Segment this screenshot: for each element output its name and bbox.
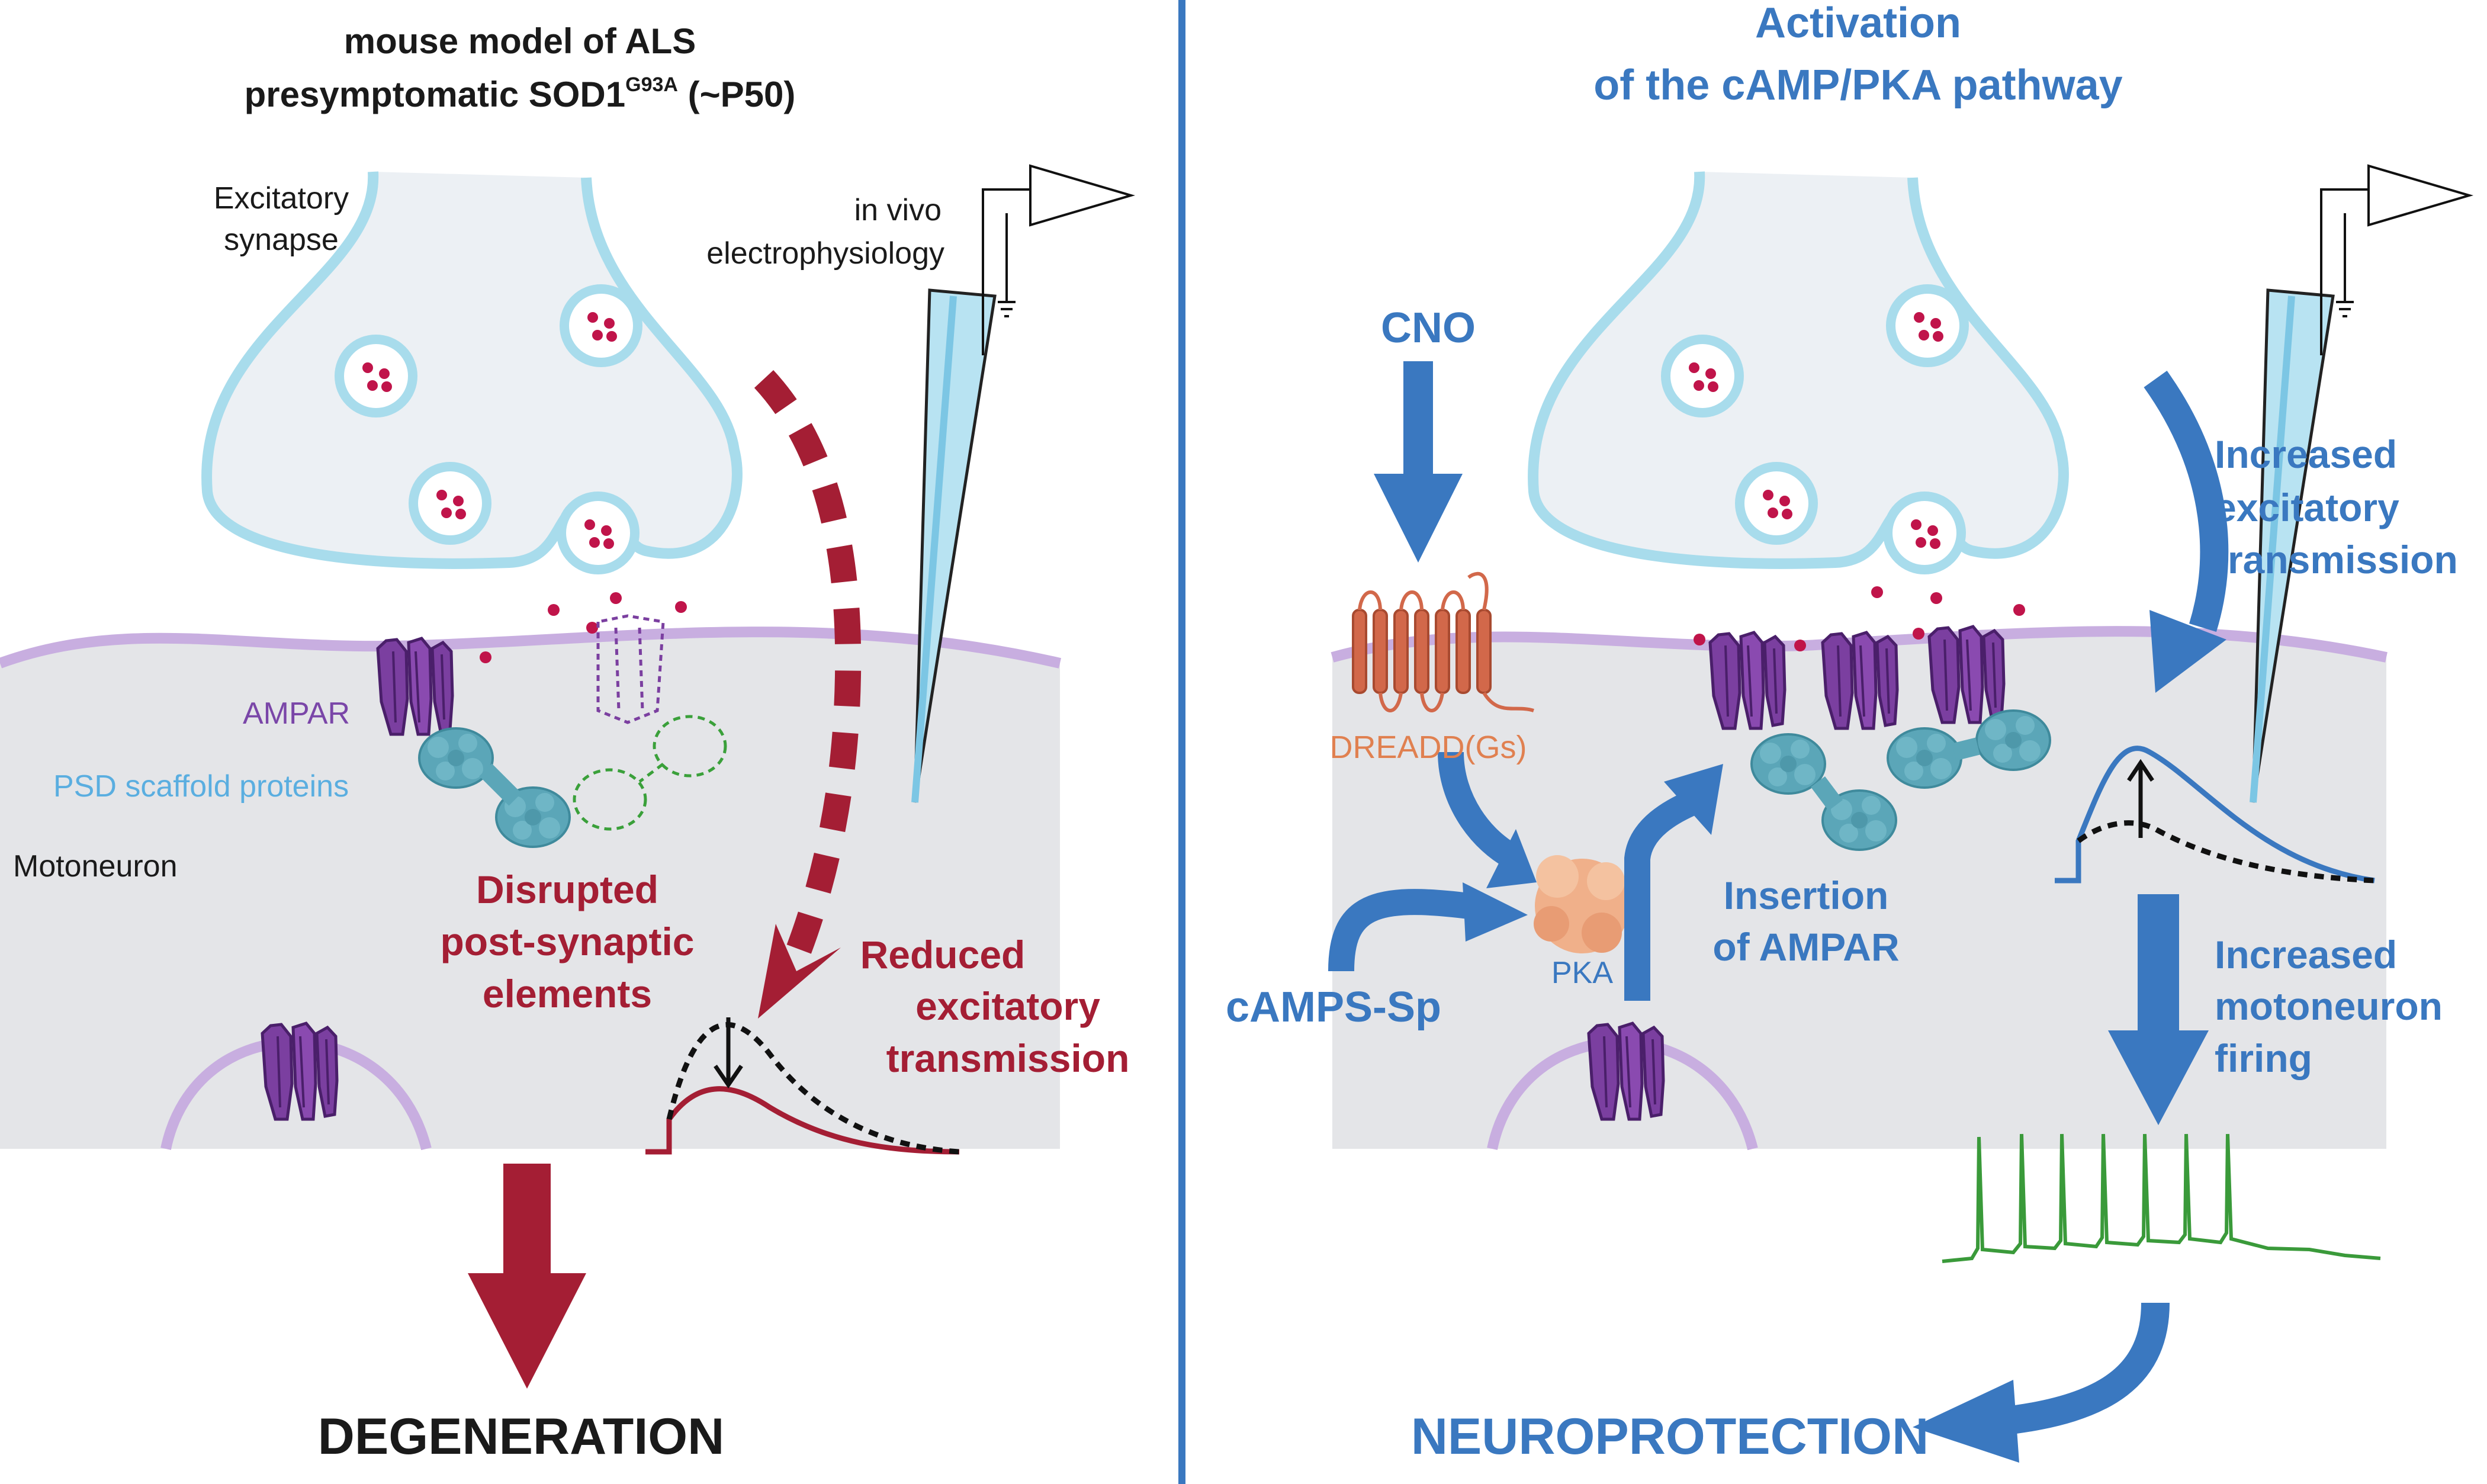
- synapse-label-2: synapse: [224, 223, 339, 257]
- pka-enzyme: [1534, 855, 1630, 953]
- disrupted-ampar-outline: [596, 614, 665, 724]
- glutamate-dot: [548, 604, 560, 616]
- psd-scaffold-protein: [1975, 709, 2051, 771]
- right-vesicle-fusing: [1888, 496, 1961, 570]
- increased-fire-line2: motoneuron: [2215, 984, 2443, 1028]
- glutamate-dot: [1794, 640, 1806, 651]
- increased-exc-line1: Increased: [2215, 432, 2397, 476]
- disrupted-line2: post-synaptic: [440, 920, 694, 963]
- ephys-label-1: in vivo: [854, 193, 942, 227]
- psd-linker: [1811, 737, 1980, 811]
- glutamate-dot: [1694, 634, 1705, 645]
- glutamate-dot: [586, 622, 598, 634]
- glutamate-dot: [1913, 628, 1924, 640]
- left-title-line2: presymptomatic SOD1G93A (~P50): [245, 73, 796, 114]
- reduced-line1: Reduced: [860, 933, 1026, 977]
- insertion-line2: of AMPAR: [1712, 925, 1899, 969]
- spike-train: [1942, 1133, 2381, 1263]
- left-postsynaptic-membrane: [0, 627, 1062, 669]
- psd-scaffold-protein: [418, 727, 494, 789]
- disrupted-line3: elements: [483, 972, 652, 1016]
- neuroprotection-arrow: [2000, 1302, 2170, 1435]
- dreadd-to-pka-arrow: [1438, 751, 1522, 871]
- internal-ampar: [262, 1023, 337, 1119]
- glutamate-dot: [610, 592, 622, 604]
- increased-transmission-arrowhead: [2149, 610, 2226, 693]
- increased-exc-line2: excitatory: [2215, 486, 2399, 529]
- reduced-line3: transmission: [886, 1036, 1130, 1080]
- disrupted-psd-outline: [573, 715, 727, 831]
- increased-transmission-arrow: [2144, 371, 2229, 632]
- glutamate-dot: [2013, 604, 2025, 616]
- insertion-line1: Insertion: [1724, 873, 1889, 917]
- increased-fire-line3: firing: [2215, 1036, 2312, 1080]
- right-title-line1: Activation: [1755, 0, 1961, 47]
- insertion-arrowhead: [1664, 764, 1723, 835]
- ampar-receptor: [1929, 627, 2004, 722]
- left-vesicle: [564, 289, 638, 362]
- left-panel: mouse model of ALS presymptomatic SOD1G9…: [0, 21, 1132, 1465]
- synapse-label-1: Excitatory: [214, 181, 349, 216]
- left-title-sod1: presymptomatic SOD1: [245, 75, 626, 114]
- psd-linker: [479, 763, 522, 806]
- panel-divider: [1178, 0, 1185, 1484]
- ampar-receptor: [1823, 632, 1897, 728]
- motoneuron-label: Motoneuron: [13, 849, 178, 884]
- degeneration-label: DEGENERATION: [318, 1408, 724, 1465]
- left-motoneuron-body: [0, 632, 1060, 1149]
- left-title-age: (~P50): [678, 75, 795, 114]
- ampar-receptor: [378, 638, 452, 734]
- increased-exc-line3: transmission: [2215, 538, 2458, 582]
- amplifier-icon: [982, 165, 1132, 356]
- glutamate-dot: [1930, 592, 1942, 604]
- left-vesicle-fusing: [561, 496, 635, 570]
- left-title-line1: mouse model of ALS: [344, 21, 696, 61]
- dreadd-label: DREADD(Gs): [1330, 730, 1527, 765]
- right-electrode: [2250, 288, 2335, 803]
- right-panel: Activation of the cAMP/PKA pathway CNO D…: [1226, 0, 2470, 1465]
- left-electrode: [911, 288, 997, 803]
- ampar-receptor: [1710, 632, 1785, 728]
- increased-fire-line1: Increased: [2215, 933, 2397, 977]
- glutamate-dot: [1871, 586, 1883, 598]
- right-epsp-trace: [2055, 746, 2375, 884]
- left-epsp-trace: [645, 1017, 960, 1155]
- amplifier-icon: [2320, 165, 2470, 356]
- disrupted-line1: Disrupted: [476, 868, 658, 911]
- left-vesicle: [339, 339, 413, 413]
- right-vesicle: [1891, 289, 1964, 362]
- right-vesicle: [1666, 339, 1739, 413]
- internal-ampar: [1589, 1023, 1663, 1119]
- ampar-label: AMPAR: [243, 696, 350, 731]
- right-title-line2: of the cAMP/PKA pathway: [1593, 62, 2122, 109]
- psd-scaffold-protein: [1887, 727, 1962, 789]
- dreadd-receptor: [1352, 571, 1534, 712]
- reduced-line2: excitatory: [915, 984, 1100, 1028]
- left-title-superscript: G93A: [625, 73, 678, 96]
- cno-arrow: [1374, 361, 1463, 563]
- ephys-label-2: electrophysiology: [706, 236, 944, 271]
- cno-label: CNO: [1381, 304, 1476, 352]
- degeneration-arrow: [468, 1164, 586, 1389]
- reduced-transmission-arrow: [754, 370, 862, 982]
- camps-label: cAMPS-Sp: [1226, 984, 1441, 1031]
- neuroprotection-arrowhead: [1913, 1380, 2019, 1463]
- pka-label: PKA: [1551, 956, 1613, 990]
- psd-label: PSD scaffold proteins: [53, 769, 349, 804]
- right-motoneuron-body: [1332, 631, 2386, 1149]
- neuroprotection-label: NEUROPROTECTION: [1411, 1408, 1929, 1465]
- dreadd-to-pka-arrowhead: [1486, 829, 1537, 888]
- increased-firing-arrow: [2108, 894, 2209, 1125]
- reduced-transmission-arrowhead: [758, 924, 841, 1019]
- right-vesicle: [1740, 467, 1813, 540]
- glutamate-dot: [675, 601, 687, 613]
- camps-arrow: [1328, 889, 1470, 972]
- glutamate-dot: [480, 651, 491, 663]
- camps-arrowhead: [1463, 882, 1528, 942]
- left-vesicle: [413, 467, 487, 540]
